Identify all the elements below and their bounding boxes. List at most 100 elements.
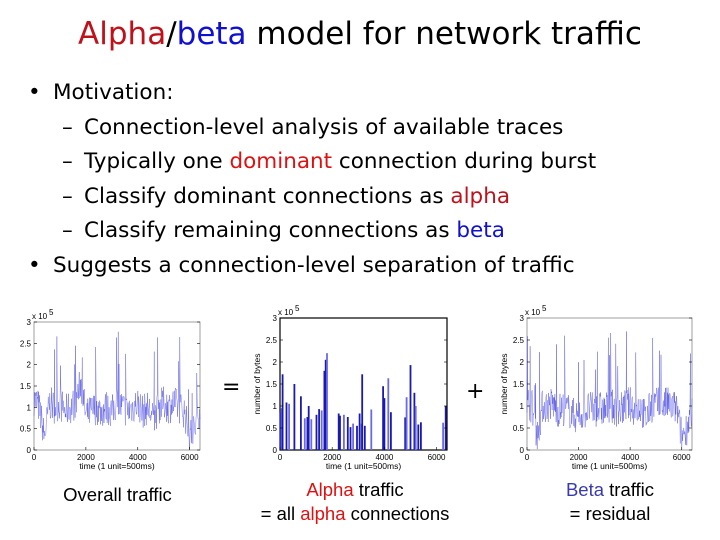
alpha-burst-bar [323, 370, 326, 450]
alpha-burst-bar [281, 374, 284, 450]
y-tick-label: 2 [273, 358, 278, 367]
alpha-burst-bar [442, 422, 444, 450]
y-tick-label: 0 [520, 446, 525, 455]
y-multiplier-exponent: 5 [295, 304, 300, 313]
x-axis-label: time (1 unit=500ms) [326, 461, 402, 471]
plus-sign: + [466, 379, 485, 404]
x-axis-label: time (1 unit=500ms) [572, 461, 648, 471]
alpha-burst-bar [349, 427, 352, 450]
bullet-suggests: • Suggests a connection-level separation… [28, 249, 708, 284]
caption-beta-line1: Beta traffic [520, 478, 700, 502]
y-multiplier: x 10 [278, 308, 294, 317]
equals-sign: = [222, 375, 241, 400]
alpha-burst-bar [382, 386, 384, 450]
caption-alpha-pre: = all [260, 503, 301, 524]
alpha-burst-bar [300, 396, 302, 450]
y-tick-label: 2 [520, 358, 525, 367]
subbullet-dominant: – Typically one dominant connection duri… [28, 145, 708, 180]
alpha-burst-bar [307, 406, 310, 450]
highlight-dominant: dominant [229, 149, 333, 174]
y-tick-label: 1.5 [513, 380, 525, 389]
alpha-burst-bar [356, 425, 358, 450]
bullet-list: • Motivation: – Connection-level analysi… [28, 76, 708, 283]
y-tick-label: 1 [520, 402, 525, 411]
title-alpha: Alpha [78, 16, 167, 52]
highlight-alpha: alpha [450, 183, 511, 209]
subbullet-classify-beta: – Classify remaining connections as beta [28, 214, 708, 249]
alpha-burst-bar [285, 402, 288, 450]
alpha-burst-bar [303, 418, 306, 450]
alpha-burst-bar [363, 425, 366, 450]
traffic-trace [33, 331, 201, 450]
y-tick-label: 2.5 [20, 339, 32, 348]
y-tick-label: 3 [273, 314, 278, 323]
y-multiplier: x 10 [32, 312, 48, 321]
caption-overall-text: Overall traffic [63, 484, 172, 505]
subbullet-text: Classify remaining connections as [84, 218, 457, 243]
y-multiplier-exponent: 5 [542, 304, 547, 313]
y-tick-label: 2.5 [266, 336, 278, 345]
x-tick-label: 0 [32, 453, 37, 462]
subbullet-text: Classify dominant connections as [84, 183, 451, 209]
y-tick-label: 1.5 [266, 380, 278, 389]
alpha-burst-bar [405, 397, 408, 450]
x-tick-label: 0 [278, 453, 283, 462]
caption-alpha-rest: traffic [353, 479, 404, 500]
alpha-burst-bar [343, 414, 345, 450]
alpha-burst-bar [346, 417, 349, 450]
caption-beta-highlight: Beta [565, 479, 604, 500]
caption-alpha: Alpha traffic = all alpha connections [230, 478, 480, 526]
x-axis-label: time (1 unit=500ms) [79, 461, 155, 471]
alpha-burst-bar [324, 359, 327, 450]
caption-alpha-line2: = all alpha connections [230, 502, 480, 526]
traffic-trace [526, 331, 693, 450]
alpha-burst-bar [417, 424, 420, 450]
y-axis-label: number of bytes [252, 354, 262, 415]
title-sep: / [166, 16, 177, 52]
y-tick-label: 0 [27, 446, 32, 455]
slide-title: Alpha/beta model for network traffic [0, 14, 720, 54]
dash-icon: – [62, 183, 73, 209]
caption-beta-line2: = residual [569, 503, 651, 524]
alpha-burst-bar [390, 412, 392, 450]
y-multiplier-exponent: 5 [49, 308, 54, 317]
y-tick-label: 2.5 [513, 336, 525, 345]
highlight-beta: beta [456, 218, 505, 243]
subbullet-text: connection during burst [332, 149, 597, 174]
alpha-burst-bar [293, 384, 296, 450]
y-tick-label: 0.5 [266, 424, 278, 433]
dash-icon: – [62, 218, 73, 243]
x-tick-label: 2000 [323, 453, 341, 462]
subbullet-classify-alpha: – Classify dominant connections as alpha [28, 180, 708, 215]
subbullet-connection-level: – Connection-level analysis of available… [28, 111, 708, 146]
alpha-burst-bar [414, 406, 417, 450]
alpha-burst-bar [315, 414, 318, 450]
y-tick-label: 1.5 [20, 382, 32, 391]
alpha-burst-bar [409, 365, 412, 450]
alpha-burst-bar [288, 403, 290, 450]
alpha-burst-bar [370, 409, 373, 450]
bullet-dot-icon: • [28, 252, 41, 278]
bullet-dot-icon: • [28, 80, 41, 105]
alpha-burst-bar [320, 410, 323, 450]
y-tick-label: 0 [273, 446, 278, 455]
alpha-burst-bar [360, 423, 362, 450]
alpha-burst-bar [383, 398, 386, 450]
caption-alpha-line1: Alpha traffic [230, 478, 480, 502]
x-tick-label: 4000 [129, 453, 147, 462]
alpha-burst-bar [279, 412, 282, 450]
caption-overall: Overall traffic [30, 483, 205, 507]
y-tick-label: 1 [273, 402, 278, 411]
caption-alpha-post: connections [345, 503, 450, 524]
alpha-burst-bar [280, 408, 283, 450]
x-tick-label: 4000 [621, 453, 639, 462]
x-tick-label: 6000 [428, 453, 446, 462]
bullet-text: Suggests a connection-level separation o… [53, 252, 575, 278]
